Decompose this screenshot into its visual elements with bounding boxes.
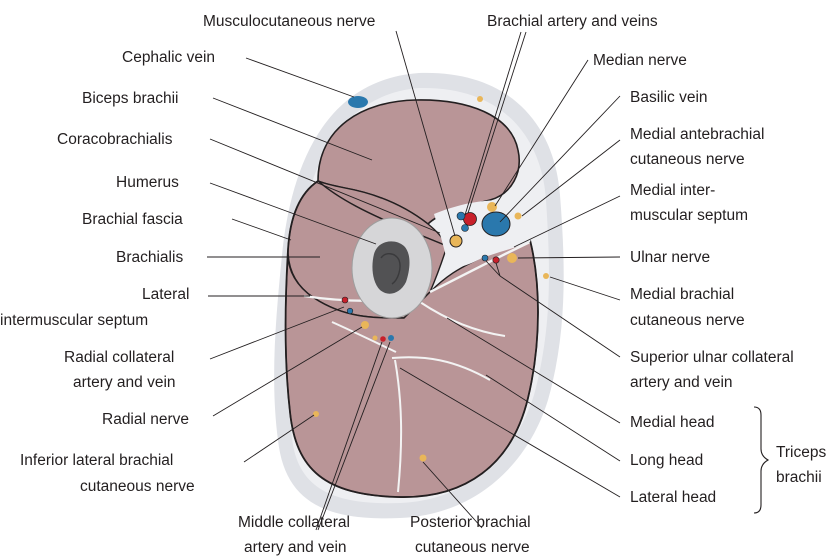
leader-cephalic (246, 58, 354, 97)
label-brachii: brachii (776, 469, 822, 486)
cephalic-vein (348, 96, 368, 108)
label-radial-collateral-2: artery and vein (73, 374, 176, 391)
inferior-lateral-brachial-cutaneous-nerve (313, 411, 319, 417)
label-coracobrachialis: Coracobrachialis (57, 131, 173, 148)
triceps-brace (754, 407, 768, 513)
label-inferior-lateral-1: Inferior lateral brachial (20, 452, 173, 469)
label-brachialis: Brachialis (116, 249, 183, 266)
label-lateral-intermuscular-2: intermuscular septum (0, 312, 148, 329)
label-basilic-vein: Basilic vein (630, 89, 708, 106)
label-posterior-brachial-1: Posterior brachial (410, 514, 531, 531)
label-medial-intermuscular-2: muscular septum (630, 207, 748, 224)
brachial-vein-2 (462, 225, 469, 232)
small-nerve-top (477, 96, 483, 102)
label-musculocutaneous-nerve: Musculocutaneous nerve (203, 13, 375, 30)
label-biceps-brachii: Biceps brachii (82, 90, 179, 107)
middle-collateral-vessel-3 (373, 336, 378, 341)
label-brachial-artery-veins: Brachial artery and veins (487, 13, 658, 30)
label-medial-intermuscular-1: Medial inter- (630, 182, 715, 199)
label-triceps: Triceps (776, 444, 826, 461)
radial-nerve (361, 321, 369, 329)
label-medial-antebrachial-1: Medial antebrachial (630, 126, 764, 143)
label-posterior-brachial-2: cutaneous nerve (415, 539, 530, 556)
label-medial-brachial-2: cutaneous nerve (630, 312, 745, 329)
label-inferior-lateral-2: cutaneous nerve (80, 478, 195, 495)
label-lateral-intermuscular-1: Lateral (142, 286, 189, 303)
radial-collateral-vein (347, 308, 353, 314)
label-humerus: Humerus (116, 174, 179, 191)
medial-brachial-cutaneous-nerve (543, 273, 549, 279)
label-medial-brachial-1: Medial brachial (630, 286, 734, 303)
brachial-vein-1 (457, 212, 465, 220)
label-superior-ulnar-2: artery and vein (630, 374, 733, 391)
label-middle-collateral-2: artery and vein (244, 539, 347, 556)
musculocutaneous-nerve (450, 235, 462, 247)
superior-ulnar-collateral-vein (482, 255, 488, 261)
label-median-nerve: Median nerve (593, 52, 687, 69)
leader-brachial-fascia (232, 219, 291, 240)
label-cephalic-vein: Cephalic vein (122, 49, 215, 66)
label-long-head: Long head (630, 452, 703, 469)
posterior-brachial-cutaneous-nerve (420, 455, 427, 462)
label-brachial-fascia: Brachial fascia (82, 211, 183, 228)
label-radial-nerve: Radial nerve (102, 411, 189, 428)
label-superior-ulnar-1: Superior ulnar collateral (630, 349, 794, 366)
medial-antebrachial-cutaneous-nerve (515, 213, 522, 220)
label-middle-collateral-1: Middle collateral (238, 514, 350, 531)
median-nerve (487, 202, 497, 212)
middle-collateral-vessel-2 (388, 335, 394, 341)
label-medial-head: Medial head (630, 414, 714, 431)
label-lateral-head: Lateral head (630, 489, 716, 506)
superior-ulnar-collateral-artery (493, 257, 499, 263)
radial-collateral-artery (342, 297, 348, 303)
label-radial-collateral-1: Radial collateral (64, 349, 174, 366)
ulnar-nerve (507, 253, 517, 263)
middle-collateral-vessel-1 (380, 336, 386, 342)
label-ulnar-nerve: Ulnar nerve (630, 249, 710, 266)
label-medial-antebrachial-2: cutaneous nerve (630, 151, 745, 168)
